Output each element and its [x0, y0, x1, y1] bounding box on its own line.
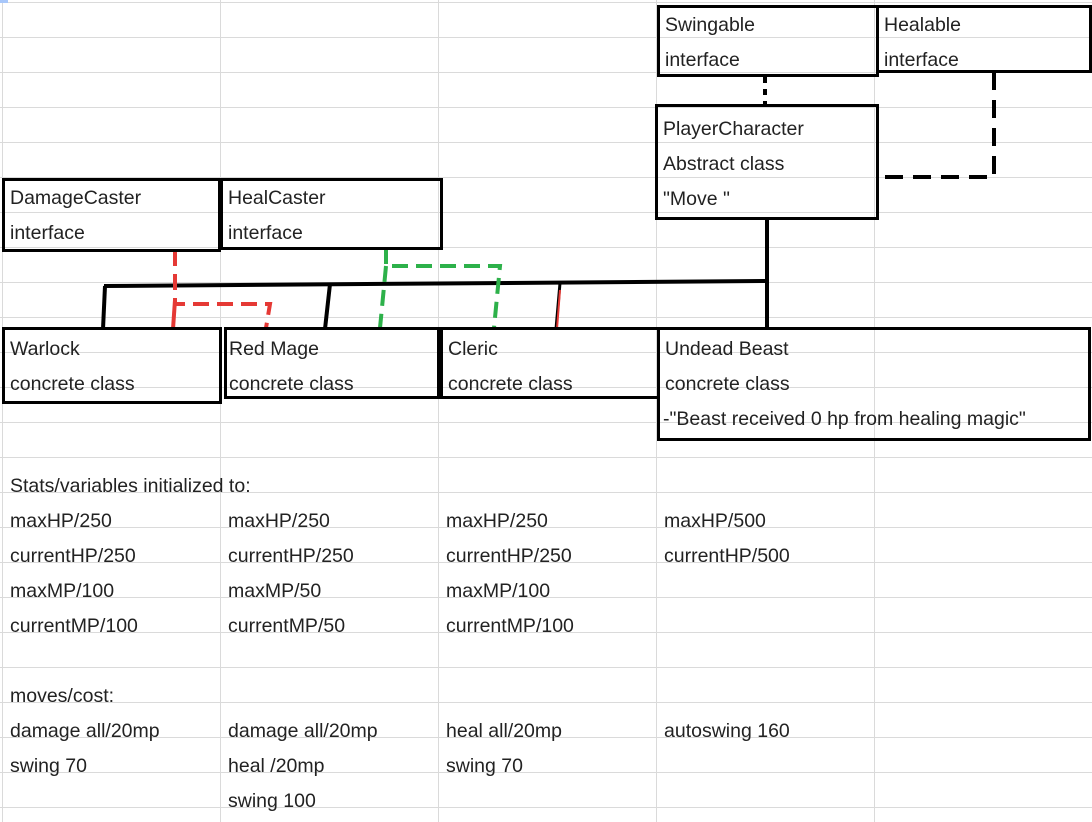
damage-caster-kind: interface — [10, 222, 85, 244]
undead-beast-stat: maxHP/500 — [664, 510, 766, 532]
damage-caster-interface-box: DamageCaster interface — [2, 178, 221, 252]
warlock-kind: concrete class — [10, 373, 135, 395]
red-mage-stat: maxMP/50 — [228, 580, 322, 602]
cleric-stat: currentMP/100 — [446, 615, 574, 637]
warlock-class-box: Warlock concrete class — [2, 327, 222, 404]
cleric-kind: concrete class — [448, 373, 573, 395]
red-mage-move: damage all/20mp — [228, 720, 378, 742]
red-mage-kind: concrete class — [229, 373, 354, 395]
sheet-corner-marker — [0, 0, 8, 3]
cleric-stat: maxMP/100 — [446, 580, 551, 602]
undead-beast-stat: currentHP/500 — [664, 545, 790, 567]
warlock-inheritance — [101, 285, 107, 330]
healable-kind: interface — [884, 49, 959, 71]
inheritance-bus — [103, 279, 770, 288]
warlock-stat: maxHP/250 — [10, 510, 112, 532]
heal-caster-interface-box: HealCaster interface — [220, 178, 443, 250]
healable-link — [880, 72, 996, 179]
swingable-name: Swingable — [665, 14, 755, 36]
player-character-kind: Abstract class — [663, 153, 785, 175]
damage-caster-link-warlock — [171, 299, 177, 330]
undead-beast-note: -"Beast received 0 hp from healing magic… — [663, 408, 1026, 430]
cleric-stat: currentHP/250 — [446, 545, 572, 567]
undead-beast-kind: concrete class — [665, 373, 790, 395]
warlock-move: damage all/20mp — [10, 720, 160, 742]
cleric-stat: maxHP/250 — [446, 510, 548, 532]
player-character-name: PlayerCharacter — [663, 118, 804, 140]
heal-caster-name: HealCaster — [228, 187, 326, 209]
warlock-stat: currentMP/100 — [10, 615, 138, 637]
healable-interface-box: Healable interface — [876, 5, 1092, 73]
stats-heading: Stats/variables initialized to: — [10, 475, 251, 497]
red-mage-inheritance — [323, 283, 332, 330]
red-mage-stat: currentHP/250 — [228, 545, 354, 567]
cleric-move: heal all/20mp — [446, 720, 562, 742]
red-mage-class-box: Red Mage concrete class — [224, 327, 440, 399]
heal-caster-kind: interface — [228, 222, 303, 244]
player-character-box: PlayerCharacter Abstract class "Move " — [655, 104, 879, 220]
red-mage-name: Red Mage — [229, 338, 319, 360]
heal-caster-link — [384, 248, 503, 329]
player-character-method: "Move " — [663, 188, 730, 210]
cleric-name: Cleric — [448, 338, 498, 360]
cleric-class-box: Cleric concrete class — [440, 327, 660, 399]
red-mage-move: heal /20mp — [228, 755, 325, 777]
undead-beast-class-box: Undead Beast concrete class -"Beast rece… — [657, 327, 1091, 441]
warlock-name: Warlock — [10, 338, 80, 360]
warlock-move: swing 70 — [10, 755, 87, 777]
warlock-stat: maxMP/100 — [10, 580, 115, 602]
heal-caster-link-red-mage — [378, 265, 388, 329]
swingable-kind: interface — [665, 49, 740, 71]
healable-name: Healable — [884, 14, 961, 36]
swingable-interface-box: Swingable interface — [657, 5, 879, 77]
red-mage-stat: maxHP/250 — [228, 510, 330, 532]
moves-heading: moves/cost: — [10, 685, 115, 707]
undead-beast-name: Undead Beast — [665, 338, 789, 360]
red-mage-move: swing 100 — [228, 790, 316, 812]
cleric-inheritance-red — [556, 289, 561, 330]
red-mage-stat: currentMP/50 — [228, 615, 346, 637]
cleric-move: swing 70 — [446, 755, 523, 777]
damage-caster-link — [173, 250, 273, 329]
undead-beast-move: autoswing 160 — [664, 720, 790, 742]
warlock-stat: currentHP/250 — [10, 545, 136, 567]
damage-caster-name: DamageCaster — [10, 187, 142, 209]
